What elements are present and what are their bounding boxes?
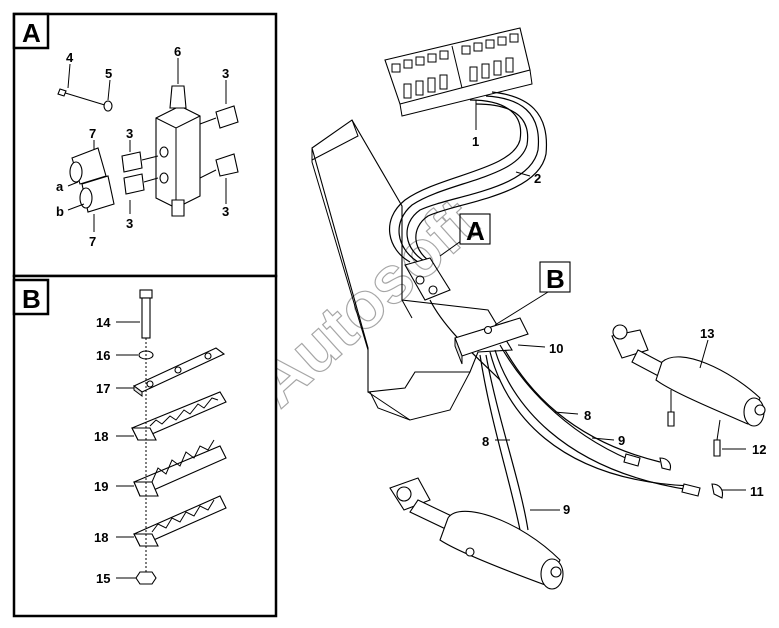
clamp-19 (133, 439, 227, 497)
leader-lines (475, 100, 746, 511)
callout-b-18-bottom: 18 (94, 530, 108, 545)
callout-a-3-mid: 3 (126, 126, 133, 141)
callout-a-4: 4 (66, 50, 74, 65)
fitting-3-mid (121, 151, 159, 173)
callout-11: 11 (750, 484, 764, 499)
callout-a-6: 6 (174, 44, 181, 59)
fitting-3-low (123, 173, 159, 195)
detail-b-label: B (22, 284, 41, 314)
callout-a-7-top: 7 (89, 126, 96, 141)
fitting-3-right (199, 153, 239, 179)
callout-a-7-bot: 7 (89, 234, 96, 249)
hoses (389, 91, 691, 531)
callout-a-3-top: 3 (222, 66, 229, 81)
bolt-4 (61, 91, 109, 107)
detail-b-panel: B (12, 274, 278, 618)
main-assembly: 1 2 A B 10 13 8 9 8 12 11 9 (311, 27, 766, 590)
pointer-label-b: B (546, 264, 565, 294)
callout-8-right: 8 (584, 408, 591, 423)
cylinder-13 (611, 324, 766, 427)
pointer-box-a (459, 213, 491, 245)
callout-13: 13 (700, 326, 714, 341)
callout-9-bottom: 9 (563, 502, 570, 517)
callout-12: 12 (752, 442, 766, 457)
callout-a-a: a (56, 179, 64, 194)
callout-a-5: 5 (105, 66, 112, 81)
boom-frame (311, 119, 513, 421)
elbow-7-a (69, 147, 107, 185)
callout-b-18-top: 18 (94, 429, 108, 444)
valve-block-location-a (404, 235, 469, 301)
callout-1: 1 (472, 134, 479, 149)
fittings (623, 390, 724, 499)
plate-17 (132, 347, 226, 397)
callout-10: 10 (549, 341, 563, 356)
callout-b-15: 15 (96, 571, 110, 586)
nut-15 (135, 571, 157, 585)
pointer-label-a: A (466, 216, 485, 246)
callout-b-16: 16 (96, 348, 110, 363)
clamp-block-location-b (454, 291, 549, 365)
bolt-14 (139, 289, 153, 339)
washer-5 (103, 100, 113, 112)
callout-2: 2 (534, 171, 541, 186)
callout-8-left: 8 (482, 434, 489, 449)
control-valve-bank (384, 27, 533, 117)
callout-b-17: 17 (96, 381, 110, 396)
callout-a-3-low: 3 (126, 216, 133, 231)
callout-b-19: 19 (94, 479, 108, 494)
pointer-box-b (539, 261, 571, 293)
callout-a-b: b (56, 204, 64, 219)
fitting-3-top (199, 105, 239, 129)
callout-9-right: 9 (618, 433, 625, 448)
valve-block-6 (155, 85, 201, 217)
detail-a-label: A (22, 18, 41, 48)
callout-b-14: 14 (96, 315, 111, 330)
detail-a-panel: A (12, 12, 278, 278)
callout-a-3-right: 3 (222, 204, 229, 219)
cylinder-lower (389, 477, 564, 590)
clamp-18-top (131, 391, 227, 441)
elbow-7-b (79, 175, 115, 213)
